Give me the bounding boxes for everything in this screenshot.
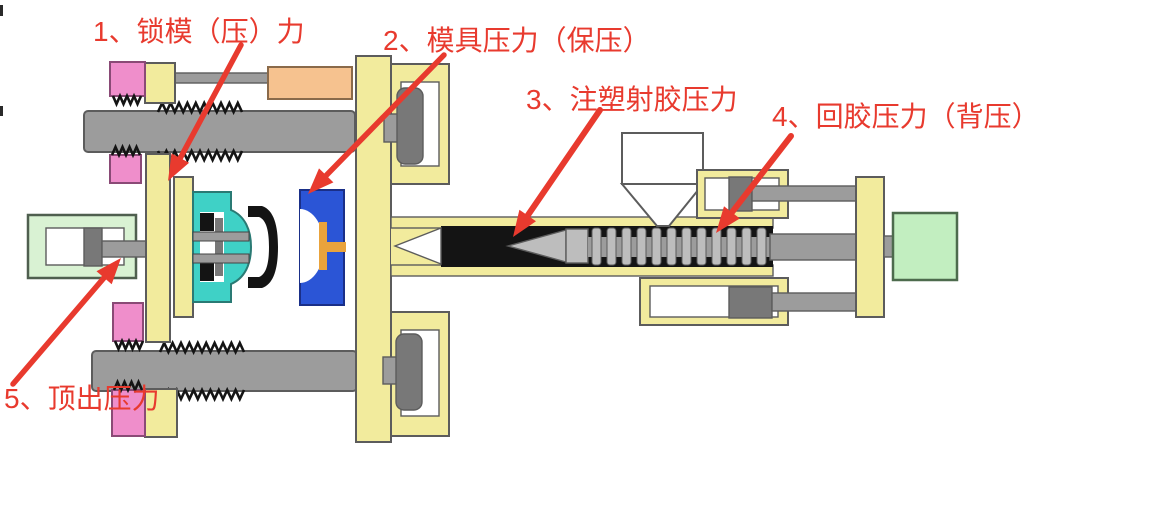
image-edge-artifacts bbox=[0, 5, 3, 116]
mold-fixed-cavity bbox=[300, 209, 324, 283]
injection-rod-top bbox=[751, 185, 858, 202]
carriage-cylinder bbox=[267, 66, 353, 100]
pointer-arrow-2 bbox=[308, 52, 447, 194]
clamp-nut bbox=[112, 302, 144, 342]
roller-axle-bottom bbox=[382, 356, 398, 385]
molded-part bbox=[248, 206, 278, 288]
sprue-runner bbox=[319, 242, 346, 252]
edge-artifact bbox=[0, 5, 3, 16]
mold-mounting-plate bbox=[173, 176, 194, 318]
ejector-pin bbox=[192, 253, 250, 264]
ejector-plate bbox=[215, 218, 223, 276]
nozzle bbox=[393, 226, 442, 266]
injection-piston-bottom bbox=[728, 286, 773, 319]
moving-platen bbox=[145, 153, 171, 343]
ejector-piston bbox=[83, 227, 103, 267]
roller-axle-top bbox=[383, 113, 399, 143]
tie-bar-end-block-bottom bbox=[144, 388, 178, 438]
injection-unit bbox=[390, 132, 959, 326]
tie-bar-end-block-top bbox=[144, 62, 176, 104]
ejector-pin bbox=[192, 231, 250, 242]
label-injection-pressure: 3、注塑射胶压力 bbox=[526, 84, 738, 115]
mold-area bbox=[192, 189, 346, 306]
clamp-nut bbox=[111, 389, 146, 437]
label-back-pressure: 4、回胶压力（背压） bbox=[772, 101, 1040, 132]
annotation-arrows bbox=[10, 42, 794, 387]
tie-bar-top bbox=[83, 110, 356, 153]
injection-rod-bottom bbox=[771, 292, 858, 312]
screw-flights bbox=[591, 227, 767, 266]
screw-collar bbox=[565, 228, 589, 264]
label-mold-pressure: 2、模具压力（保压） bbox=[383, 25, 651, 56]
injection-end-plate bbox=[855, 176, 885, 318]
mold-insert-block bbox=[200, 213, 214, 231]
screw-core bbox=[588, 237, 770, 257]
edge-artifact bbox=[0, 106, 3, 116]
clamp-nut bbox=[109, 61, 146, 97]
pointer-arrow-4 bbox=[716, 133, 794, 233]
clamp-nut bbox=[109, 154, 142, 184]
screw-drive-motor bbox=[891, 211, 959, 282]
pointer-arrow-3 bbox=[513, 107, 603, 237]
hopper-funnel bbox=[619, 183, 706, 227]
hopper bbox=[621, 132, 704, 185]
pointer-arrow-5 bbox=[10, 258, 121, 387]
pointer-arrow-1 bbox=[168, 42, 244, 181]
screw-shaft bbox=[769, 233, 858, 261]
label-clamping-force: 1、锁模（压）力 bbox=[93, 16, 305, 47]
ejector-rod bbox=[101, 240, 151, 258]
nozzle-roller-bottom bbox=[395, 333, 423, 411]
label-ejection-pressure: 5、顶出压力 bbox=[4, 383, 160, 414]
mold-insert-block bbox=[200, 263, 214, 281]
tie-bar-nuts bbox=[109, 61, 146, 437]
